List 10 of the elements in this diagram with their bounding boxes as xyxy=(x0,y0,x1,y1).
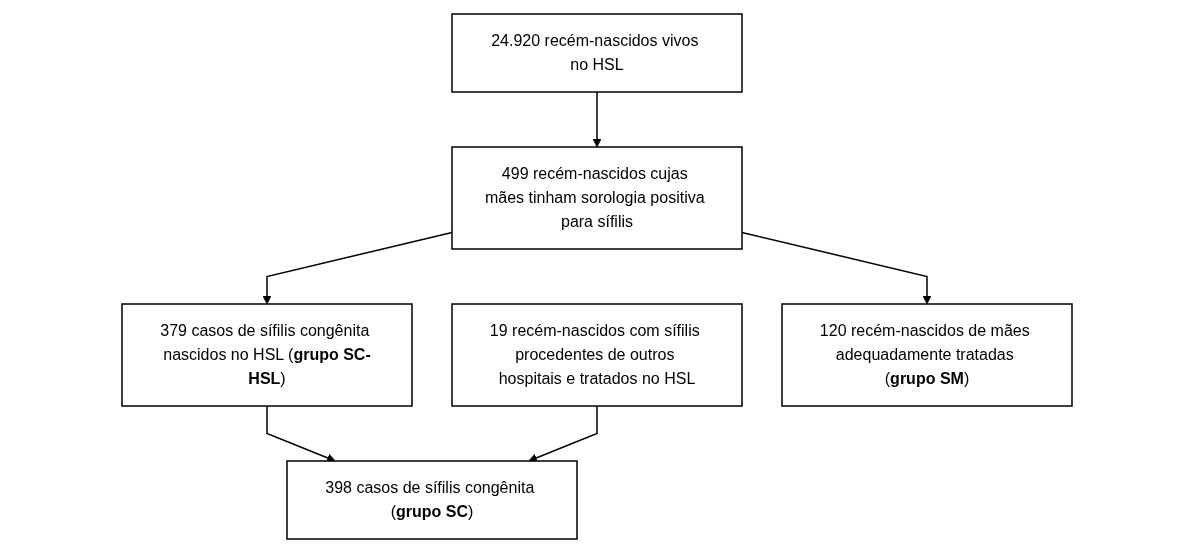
arrow xyxy=(262,231,453,304)
arrow xyxy=(266,404,336,462)
node-box: 120 recém-nascidos de mães adequadamente tratadas (grupo SM) xyxy=(781,302,1073,407)
node-box: 24.920 recém-nascidos vivos no HSL xyxy=(451,12,743,93)
arrow xyxy=(592,90,602,147)
node-box: 398 casos de sífilis congênita (grupo SC) xyxy=(286,459,578,540)
arrow xyxy=(528,404,598,462)
node-box: 499 recém-nascidos cujas mães tinham sorologia positiva para sífilis xyxy=(451,145,743,250)
node-box: 379 casos de sífilis congênita nascidos no HSL (grupo SC-HSL) xyxy=(121,302,413,407)
node-box: 19 recém-nascidos com sífilis procedentes de outros hospitais e tratados no HSL xyxy=(451,302,743,407)
